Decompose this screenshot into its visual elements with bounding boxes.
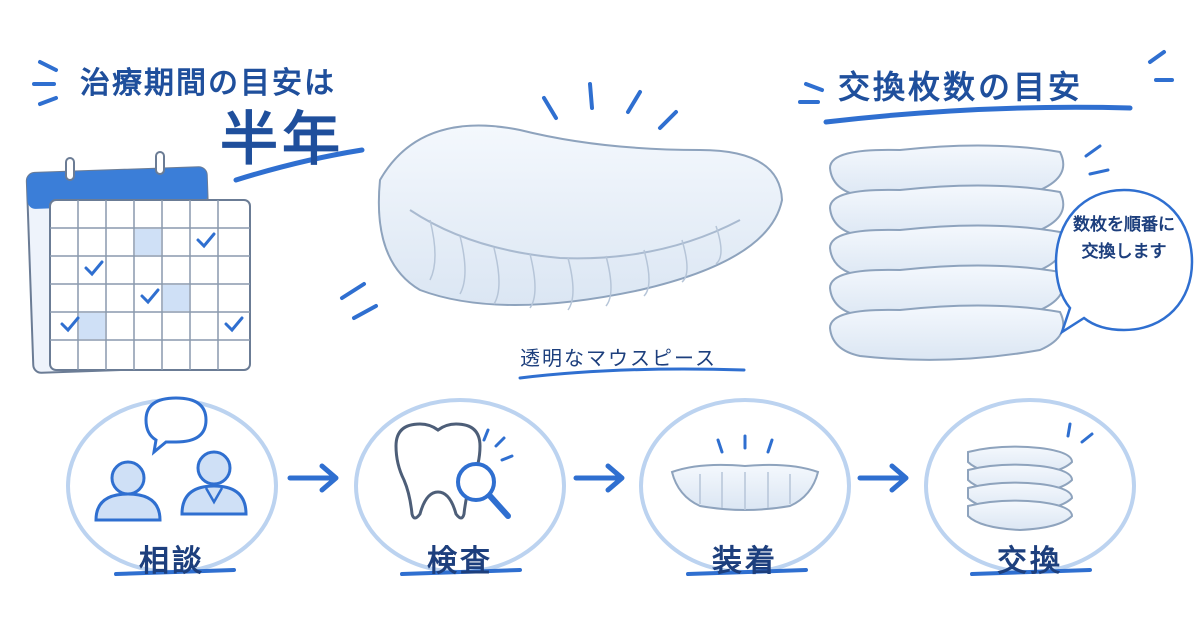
flow-arrows: [287, 463, 909, 493]
aligner-icon: [670, 434, 820, 511]
title-right-accent-icon: [798, 50, 1174, 104]
calendar-icon: [25, 151, 251, 374]
arrow-right-icon: [573, 463, 625, 493]
clear-aligner-icon: [377, 124, 784, 311]
tooth-magnifier-icon: [394, 422, 514, 520]
speech-bubble: [1054, 188, 1194, 335]
caption-underline: [518, 367, 746, 380]
step-label-consultation: 相談: [139, 544, 205, 579]
step-label-replacement: 交換: [997, 544, 1063, 579]
aligner-caption: 透明なマウスピース: [520, 346, 717, 370]
stack-sparkle-icon: [1084, 144, 1110, 176]
small-stack-sparkle-icon: [1066, 422, 1094, 444]
arrow-right-icon: [287, 463, 339, 493]
aligner-stack-icon: [828, 144, 1065, 361]
step-label-underlines: [114, 568, 1092, 576]
bubble-text: 数枚を順番に交換します: [1073, 215, 1175, 262]
small-aligner-stack-icon: [967, 445, 1074, 532]
title-left-accent-icon: [32, 60, 58, 106]
step-label-examination: 検査: [427, 544, 493, 579]
duration-value: 半年: [220, 105, 345, 173]
replacement-title: 交換枚数の目安: [838, 68, 1084, 106]
arrow-right-icon: [857, 463, 909, 493]
duration-title: 治療期間の目安は: [80, 66, 336, 101]
step-label-fitting: 装着: [712, 544, 778, 579]
half-year-underline: [233, 147, 365, 183]
replacement-underline: [823, 104, 1133, 125]
sparkle-lines-icon: [340, 82, 678, 320]
consultation-people-icon: [94, 396, 248, 522]
